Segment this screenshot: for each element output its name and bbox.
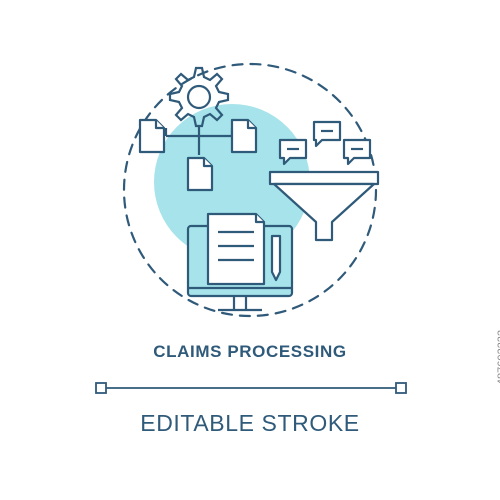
page-title: CLAIMS PROCESSING: [153, 342, 347, 361]
document-icon: [138, 118, 166, 154]
gear-icon: [168, 66, 230, 155]
page-subtitle: EDITABLE STROKE: [140, 410, 360, 436]
document-icon: [206, 212, 266, 286]
pen-icon: [270, 234, 282, 282]
document-icon: [186, 156, 214, 192]
document-icon: [230, 118, 258, 154]
side-text: 487602232: [496, 330, 500, 386]
chat-bubble-icon: [342, 138, 372, 166]
accent-circle: [154, 104, 310, 260]
chat-bubble-icon: [312, 120, 342, 148]
funnel-icon: [268, 170, 380, 242]
chat-bubble-icon: [278, 138, 308, 166]
dashed-circle: [122, 62, 378, 318]
stroke-underline: [95, 382, 407, 394]
